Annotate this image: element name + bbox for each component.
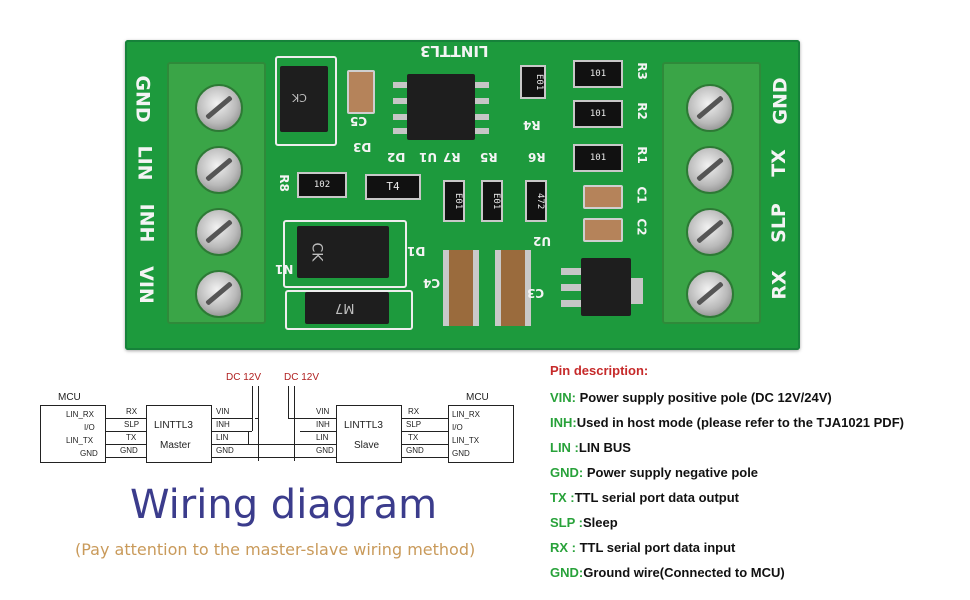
right-terminal-block (662, 62, 761, 324)
pin-label-slp: SLP (767, 203, 790, 243)
capacitor-c5 (347, 70, 375, 114)
pin-row-inh: INH:Used in host mode (please refer to t… (550, 415, 904, 430)
pin-row-gnd: GND: Power supply negative pole (550, 465, 759, 480)
resistor-r4: E01 (520, 65, 546, 99)
screw-icon (686, 84, 734, 132)
resistor-r8: 102 (297, 172, 347, 198)
board-name: LINTTL3 (420, 42, 489, 60)
screw-icon (195, 270, 243, 318)
ic-u1 (407, 74, 475, 140)
pad-outline (285, 290, 413, 330)
diode-d2: CK (280, 66, 328, 132)
resistor-r1: 101 (573, 144, 623, 172)
diode-d1: CK (297, 226, 389, 278)
wiring-diagram-subtitle: (Pay attention to the master-slave wirin… (75, 540, 476, 559)
mcu-box-right (448, 405, 514, 463)
slave-box (336, 405, 402, 463)
slave-label: Slave (354, 440, 380, 451)
left-terminal-block (167, 62, 266, 324)
wiring-schematic: MCU LIN_RX I/O LIN_TX GND RX SLP TX GND … (30, 370, 530, 470)
pin-label-gnd-right: GND (769, 77, 792, 125)
pin-description-heading: Pin description: (550, 363, 649, 378)
screw-icon (195, 146, 243, 194)
pcb-board-photo: LINTTL3 GND LIN INH VIN GND TX SLP RX CK… (125, 40, 800, 350)
capacitor-c1 (583, 185, 623, 209)
pin-row-vin: VIN: Power supply positive pole (DC 12V/… (550, 390, 832, 405)
mcu-box-left (40, 405, 106, 463)
pin-label-tx: TX (767, 149, 790, 177)
resistor-r7: E01 (443, 180, 465, 222)
resistor-r2: 101 (573, 100, 623, 128)
pin-label-lin: LIN (133, 145, 156, 181)
pad-outline (283, 220, 407, 288)
master-label: Master (160, 440, 191, 451)
mcu-label-left: MCU (58, 392, 81, 403)
capacitor-c2 (583, 218, 623, 242)
pin-row-rx: RX : TTL serial port data input (550, 540, 736, 555)
dc-label-master: DC 12V (226, 372, 262, 383)
diode-t4: T4 (365, 174, 421, 200)
diode-m7: M7 (305, 292, 389, 324)
screw-icon (686, 146, 734, 194)
dc-label-slave: DC 12V (284, 372, 320, 383)
pin-label-gnd-left: GND (131, 75, 154, 123)
screw-icon (195, 208, 243, 256)
resistor-r5: E01 (481, 180, 503, 222)
capacitor-c4 (443, 250, 479, 326)
master-box (146, 405, 212, 463)
screw-icon (686, 208, 734, 256)
pin-row-tx: TX :TTL serial port data output (550, 490, 739, 505)
pin-label-rx: RX (768, 270, 791, 300)
pin-label-inh: INH (135, 203, 158, 243)
screw-icon (686, 270, 734, 318)
pad-outline (275, 56, 337, 146)
resistor-r6: 472 (525, 180, 547, 222)
wiring-diagram-title: Wiring diagram (130, 482, 438, 528)
resistor-r3: 101 (573, 60, 623, 88)
pin-description: Pin description: VIN: Power supply posit… (550, 360, 960, 585)
regulator-u2 (581, 258, 631, 316)
pin-row-gnd-mcu: GND:Ground wire(Connected to MCU) (550, 565, 785, 580)
pin-row-slp: SLP :Sleep (550, 515, 618, 530)
screw-icon (195, 84, 243, 132)
mcu-label-right: MCU (466, 392, 489, 403)
capacitor-c3 (495, 250, 531, 326)
pin-row-lin: LIN :LIN BUS (550, 440, 631, 455)
pin-label-vin: VIN (134, 266, 157, 304)
